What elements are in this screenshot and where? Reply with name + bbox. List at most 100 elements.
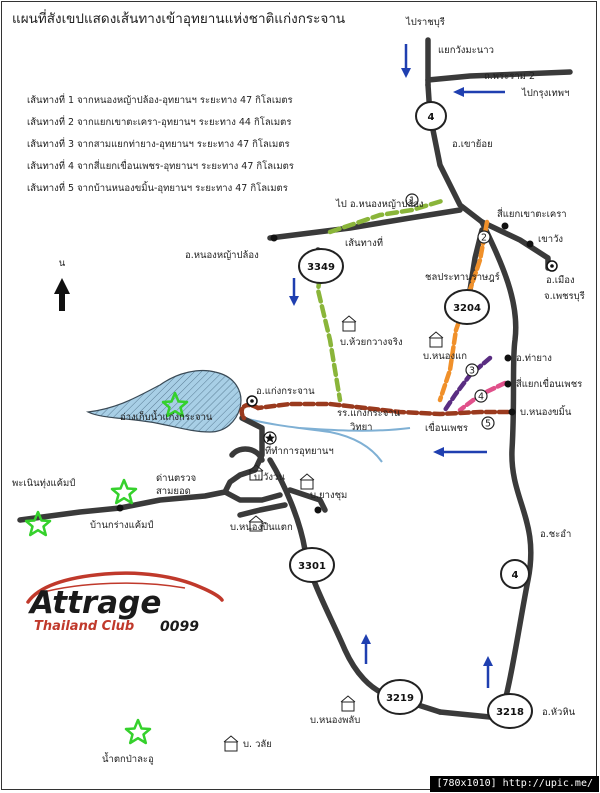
- pala-u-star-icon: [124, 718, 152, 745]
- route-5-line: [255, 401, 511, 417]
- logo-number-text: 0099: [160, 619, 199, 635]
- svg-text:3: 3: [469, 366, 475, 377]
- route-line-2: เส้นทางที่ 2 จากแยกเขาตะเครา-อุทยานฯ ระย…: [27, 115, 291, 128]
- route-line-3: เส้นทางที่ 3 จากสามแยกท่ายาง-อุทยานฯ ระย…: [27, 137, 290, 150]
- label-wang-manao: แยกวังมะนาว: [438, 45, 494, 56]
- krang-camp-star-icon: [24, 510, 52, 537]
- road-3218-shield: 3218: [487, 693, 533, 729]
- route-markers: 1 2 3 4 5: [405, 193, 495, 430]
- temple-icon-yang-chum: [299, 473, 315, 490]
- label-nong-kae: บ.หนองแก: [423, 351, 467, 362]
- label-hua-hin: อ.หัวหิน: [542, 707, 576, 718]
- upic-footer[interactable]: [780x1010] http://upic.me/: [430, 776, 599, 792]
- route-marker-1: 1: [405, 193, 419, 207]
- kaeng-krachan-target: [246, 395, 258, 407]
- compass-label: น: [59, 258, 66, 269]
- svg-text:3219: 3219: [386, 693, 414, 704]
- route-marker-4: 4: [474, 389, 488, 403]
- arrow-left-khuean-phet: [433, 447, 487, 457]
- svg-text:3218: 3218: [496, 707, 524, 718]
- phanoen-thung-star-icon: [110, 478, 138, 505]
- road-shields: 4 3349 3204 3301 4 3219 3218: [289, 101, 533, 729]
- route-line-5: เส้นทางที่ 5 จากบ้านหนองขมิ้น-อุทยานฯ ระ…: [27, 181, 288, 194]
- road-3219-shield: 3219: [377, 679, 423, 715]
- arrow-up-3219: [361, 634, 371, 664]
- label-route-word: เส้นทางที่: [345, 236, 383, 249]
- logo-car-silhouette: [26, 571, 224, 604]
- label-nong-pen-taek: บ.หนองปืนแตก: [230, 522, 293, 533]
- temple-icon-nong-pen-taek: [248, 515, 264, 532]
- logo-sub-text: Thailand Club: [34, 619, 134, 634]
- tha-yang-dot: [504, 354, 512, 362]
- temple-icon-wang-wan: [248, 464, 264, 481]
- label-cha-am: อ.ชะอำ: [540, 529, 571, 540]
- label-tha-yang: อ.ท่ายาง: [516, 353, 552, 364]
- reservoir-star-icon: [161, 391, 189, 418]
- label-checkpoint-2: สามยอด: [156, 486, 191, 497]
- label-khao-ta-khrao: สี่แยกเขาตะเครา: [497, 207, 567, 220]
- road-3349-shield: 3349: [298, 248, 344, 284]
- road-3204-shield: 3204: [444, 289, 490, 325]
- label-school-2: วิทยา: [349, 422, 372, 433]
- road-4-bottom-shield: 4: [500, 559, 530, 589]
- label-school-1: รร.แก่งกระจาน: [337, 408, 401, 419]
- label-khuean-phet-junction: สี่แยกเขื่อนเพชร: [516, 377, 582, 390]
- label-phetchaburi: จ.เพชรบุรี: [544, 290, 585, 302]
- label-krang-camp: บ้านกร่างแค้มป์: [90, 519, 153, 531]
- svg-text:3204: 3204: [453, 303, 481, 314]
- label-huai-krawang: บ.ห้วยกวางจริง: [340, 337, 403, 348]
- svg-text:4: 4: [428, 112, 435, 123]
- mueang-target: [546, 260, 558, 272]
- svg-text:4: 4: [512, 570, 519, 581]
- route-line-4: เส้นทางที่ 4 จากสี่แยกเขื่อนเพชร-อุทยานฯ…: [27, 159, 294, 172]
- arrow-up-3218: [483, 656, 493, 688]
- green-stars: [24, 391, 189, 745]
- river: [243, 417, 411, 463]
- route-marker-3: 3: [465, 363, 479, 377]
- north-compass: น: [54, 258, 70, 311]
- arrow-down-ratchaburi: [401, 44, 411, 78]
- khao-wang-dot: [526, 240, 534, 248]
- road-3301-shield: 3301: [289, 547, 335, 583]
- temple-icon-nong-plub: [340, 695, 356, 712]
- park-office-star-icon: [263, 431, 277, 445]
- label-nong-plub: บ.หนองพลับ: [310, 715, 360, 726]
- svg-text:3301: 3301: [298, 561, 326, 572]
- route-3-line: [442, 355, 493, 413]
- place-labels: ไปราชบุรี แยกวังมะนาว ถ.พระราม 2 ไปกรุงเ…: [12, 16, 585, 765]
- svg-text:3349: 3349: [307, 262, 335, 273]
- label-pala-u: น้ำตกป่าละอู: [102, 752, 154, 765]
- temple-icon-wa-lai: [223, 735, 239, 752]
- label-phanoen-thung: พะเนินทุ่งแค้มป์: [12, 477, 75, 489]
- label-rama2: ถ.พระราม 2: [484, 71, 535, 82]
- temple-icon-huai-krawang: [341, 315, 357, 332]
- svg-text:4: 4: [478, 392, 484, 403]
- arrow-down-nong-ya-plong: [289, 278, 299, 306]
- label-wang-wan: บ.วังวน: [254, 472, 285, 483]
- temple-icons: [223, 315, 444, 752]
- attrage-logo: Attrage Thailand Club 0099: [26, 571, 224, 635]
- label-mueang: อ.เมือง: [546, 275, 575, 286]
- label-park-office: ที่ทำการอุทยานฯ: [265, 444, 334, 457]
- route-marker-5: 5: [481, 416, 495, 430]
- blue-arrows: [289, 44, 505, 688]
- logo-main-text: Attrage: [27, 585, 161, 621]
- label-yang-chum: บ.ยางชุม: [310, 490, 347, 501]
- route-marker-2: 2: [477, 230, 491, 244]
- svg-text:2: 2: [481, 233, 487, 244]
- road-4-top-shield: 4: [415, 101, 447, 131]
- svg-text:5: 5: [485, 419, 491, 430]
- nong-ya-plong-dot: [270, 234, 278, 242]
- label-ratchaburi: ไปราชบุรี: [405, 16, 445, 28]
- route-5-line-inner: [239, 402, 261, 421]
- label-kaeng-krachan-district: อ.แก่งกระจาน: [256, 386, 315, 397]
- nong-khamin-dot: [508, 408, 516, 416]
- krang-camp-dot: [116, 504, 124, 512]
- label-nong-khamin: บ.หนองขมิ้น: [520, 405, 572, 418]
- label-khao-wang: เขาวัง: [538, 234, 563, 245]
- label-to-nong-ya-plong: ไป อ.หนองหญ้าปล้อง: [335, 198, 424, 210]
- temple-icon-nong-kae: [428, 331, 444, 348]
- label-khuean-phet: เขื่อนเพชร: [425, 421, 468, 434]
